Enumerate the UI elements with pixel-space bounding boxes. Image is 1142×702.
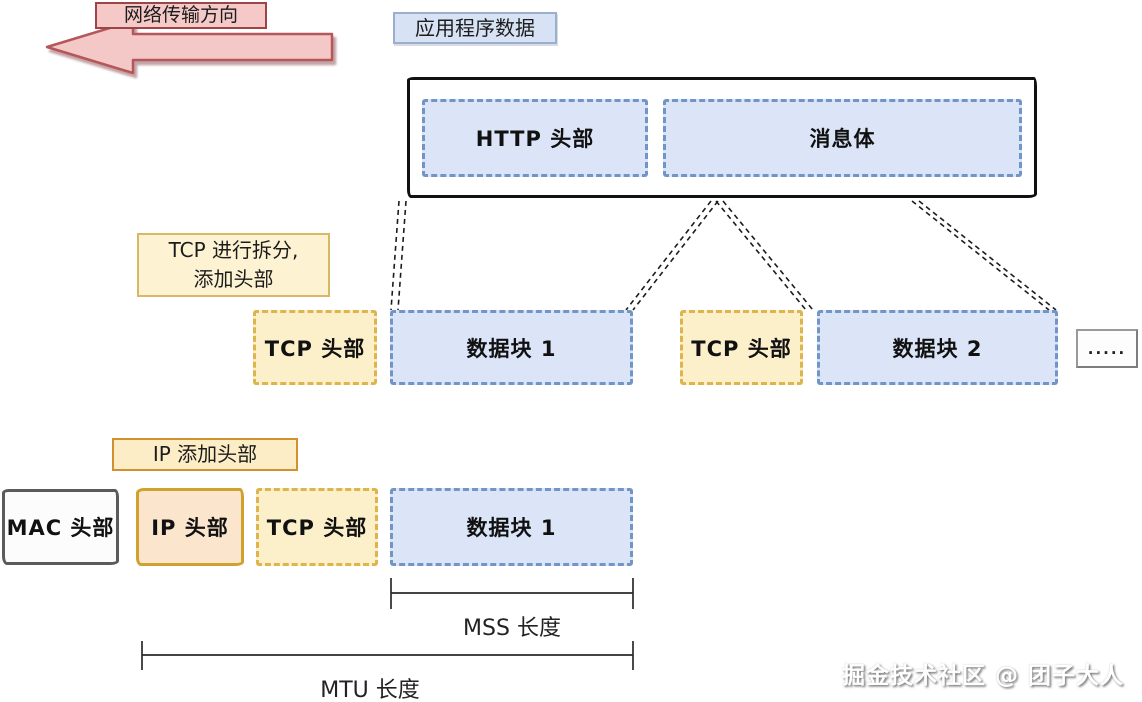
http-header-text: HTTP 头部 (475, 127, 595, 151)
more-segments-ellipsis-box: ..... (1076, 329, 1138, 368)
tcp-header-2-text: TCP 头部 (691, 336, 792, 361)
message-body-box: 消息体 (663, 99, 1022, 177)
ip-header-text: IP 头部 (151, 516, 229, 540)
mac-header-text: MAC 头部 (6, 516, 115, 540)
tcp-split-label-line1: TCP 进行拆分, (168, 238, 299, 262)
split-connector-lines (390, 200, 1057, 311)
mss-length-label: MSS 长度 (412, 612, 612, 641)
mss-length-text: MSS 长度 (463, 616, 561, 641)
message-body-text: 消息体 (809, 127, 876, 151)
data-block-1-box: 数据块 1 (390, 310, 633, 385)
ellipsis-text: ..... (1087, 339, 1127, 358)
tcp-header-3-text: TCP 头部 (266, 516, 368, 540)
mtu-length-text: MTU 长度 (320, 678, 420, 702)
tcp-header-box-1: TCP 头部 (253, 310, 377, 385)
tcp-header-box-2: TCP 头部 (680, 310, 803, 385)
mac-header-box: MAC 头部 (2, 489, 119, 565)
ip-add-header-text: IP 添加头部 (152, 442, 258, 466)
frame-data-block-1-text: 数据块 1 (466, 516, 557, 540)
direction-label: 网络传输方向 (95, 2, 267, 29)
data-block-1-text: 数据块 1 (466, 336, 557, 361)
tcp-header-box-3: TCP 头部 (256, 488, 378, 566)
mtu-length-label: MTU 长度 (270, 674, 470, 702)
tcp-split-label-line2: 添加头部 (193, 267, 274, 291)
ip-add-header-label: IP 添加头部 (112, 438, 298, 471)
data-block-2-box: 数据块 2 (817, 310, 1058, 385)
mss-length-bracket (390, 578, 634, 609)
mtu-length-bracket (141, 641, 634, 670)
app-data-label-text: 应用程序数据 (415, 15, 535, 40)
watermark-text: 掘金技术社区 @ 团子大人 (841, 663, 1124, 689)
tcp-split-label: TCP 进行拆分, 添加头部 (137, 233, 330, 297)
direction-label-text: 网络传输方向 (123, 3, 238, 26)
transmission-direction-arrow (45, 19, 334, 75)
tcp-header-1-text: TCP 头部 (264, 336, 366, 361)
ip-header-box: IP 头部 (136, 488, 244, 566)
app-data-label: 应用程序数据 (393, 12, 557, 44)
frame-data-block-1-box: 数据块 1 (390, 488, 633, 566)
http-header-box: HTTP 头部 (422, 99, 648, 177)
data-block-2-text: 数据块 2 (892, 336, 983, 361)
watermark: 掘金技术社区 @ 团子大人 (842, 656, 1124, 690)
